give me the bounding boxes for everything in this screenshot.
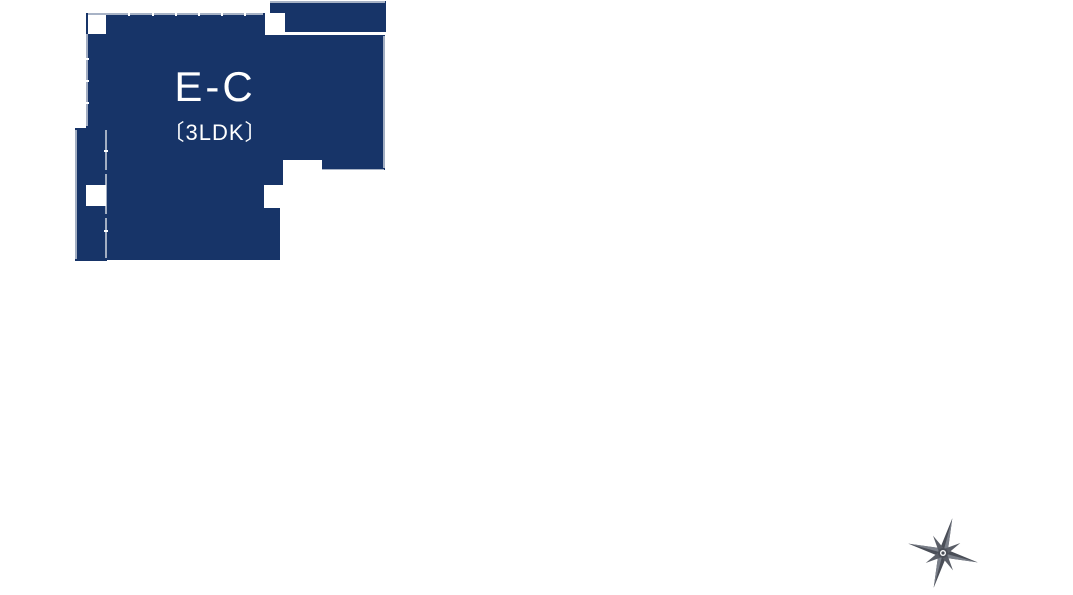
notch-top-left bbox=[88, 15, 106, 34]
unit-floorplan-E-C[interactable] bbox=[0, 0, 400, 270]
window-marks bbox=[85, 12, 246, 232]
compass-rose-icon bbox=[908, 518, 978, 588]
balcony-top bbox=[270, 1, 386, 32]
unit-area[interactable] bbox=[86, 13, 385, 260]
notch-left bbox=[86, 185, 106, 206]
notch-top-right bbox=[265, 13, 285, 35]
